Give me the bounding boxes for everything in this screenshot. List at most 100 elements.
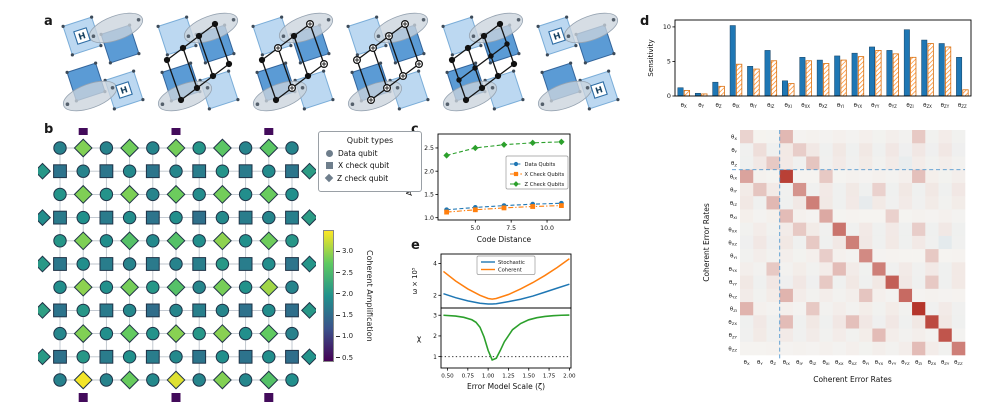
marker-diamond [558, 138, 565, 146]
heatmap-cell [779, 288, 794, 303]
boundary-x-check [78, 126, 88, 135]
heatmap-cell [912, 143, 926, 157]
circuit-control-dot [177, 96, 185, 104]
text-label: Coherent [498, 268, 522, 274]
colorbar-tick: 2.0 [336, 290, 353, 298]
data-qubit [76, 164, 90, 178]
z-check-qubit [73, 231, 93, 251]
heatmap-cell [885, 196, 900, 210]
heatmap-cell [806, 209, 820, 223]
x-check-qubit [192, 303, 207, 318]
axes-frame [674, 19, 972, 97]
heatmap-cell [885, 169, 900, 184]
text-label: 0.50 [441, 374, 454, 380]
data-qubit [192, 326, 206, 341]
circuit-control-dot [258, 56, 266, 64]
theta-tick-label: θIY [750, 103, 758, 109]
legend-box [505, 155, 569, 190]
marker-square [501, 205, 507, 211]
data-qubit [238, 373, 253, 387]
z-check-qubit [212, 231, 232, 251]
heatmap-cell [859, 182, 873, 197]
heatmap-cell [845, 315, 860, 329]
heatmap-cell [779, 341, 794, 356]
bar-orange [892, 53, 899, 97]
heatmap-cell [845, 209, 860, 223]
circuit-control-dot [494, 72, 502, 80]
heatmap-cell [792, 288, 807, 303]
x-check-qubit [53, 164, 67, 179]
legend-item-label: X check qubit [338, 161, 390, 170]
ellipse-dot [110, 85, 115, 90]
data-qubit [99, 141, 114, 155]
text-label: 1.0 [424, 215, 434, 222]
x-check-qubit [53, 303, 67, 318]
boundary-z-check [34, 301, 51, 319]
x-check-qubit [99, 349, 114, 364]
heatmap-cell [819, 209, 833, 223]
text-label: 1.50 [523, 374, 536, 380]
circuit-control-dot [504, 41, 510, 47]
heatmap-cell [912, 302, 926, 316]
circuit-edge [481, 75, 499, 89]
z-check-qubit [73, 184, 93, 204]
heatmap-cell [912, 209, 926, 223]
bar-orange [875, 50, 882, 97]
heatmap-cell [912, 262, 926, 276]
z-check-qubit [120, 324, 140, 344]
theta-tick-label: θXZ [728, 241, 737, 247]
heatmap-cell [740, 302, 754, 316]
circuit-control-dot [472, 65, 478, 71]
theta-tick-label: θIX [783, 360, 790, 366]
panel-b-lattice [34, 126, 318, 408]
heatmap-cell [832, 275, 847, 290]
heatmap-cell [766, 209, 781, 223]
heatmap-cell [740, 262, 754, 276]
heatmap-cell [925, 222, 939, 237]
heatmap-cell [806, 315, 820, 329]
hadamard-box [73, 27, 91, 45]
marker-diamond [443, 152, 450, 159]
heatmap-cell [819, 315, 833, 329]
circuit-edge [214, 23, 230, 65]
text-label: 5 [667, 58, 671, 66]
heatmap-cell [832, 209, 847, 223]
lattice-dot [379, 61, 383, 65]
theta-tick-label: θIY [796, 360, 803, 366]
x-check-qubit [145, 257, 160, 271]
heatmap-cell [898, 169, 913, 184]
data-qubit [285, 280, 299, 294]
ellipse-dot [281, 34, 286, 39]
heatmap-cell [819, 222, 833, 237]
lattice-dot [441, 24, 445, 28]
heatmap-cell [872, 156, 886, 171]
heatmap-cell [845, 235, 860, 250]
series-line [443, 314, 570, 361]
heatmap-cell [766, 222, 781, 237]
bar-orange [736, 63, 743, 97]
bar-blue [938, 43, 945, 97]
heatmap-cell [859, 169, 873, 184]
heatmap-cell [938, 262, 953, 276]
heatmap-cell [766, 169, 781, 184]
series-line [442, 258, 570, 300]
heatmap-cell [951, 249, 966, 263]
lattice-dot [227, 69, 231, 73]
lattice-dot [583, 61, 587, 65]
data-qubit [285, 326, 299, 341]
heatmap-cell [792, 315, 807, 329]
panel-d-label: d [640, 14, 650, 29]
heatmap-cell [753, 209, 767, 223]
lattice-dot [350, 70, 354, 74]
heatmap-cell [898, 262, 913, 276]
circuit-control-dot [462, 96, 470, 104]
x-check-qubit [99, 210, 114, 225]
heatmap-cell [779, 169, 794, 184]
theta-tick-label: θIY [730, 188, 737, 194]
lattice-dot [384, 44, 388, 48]
lattice-dot [94, 61, 98, 65]
surface-code-motif: HH [536, 12, 620, 112]
